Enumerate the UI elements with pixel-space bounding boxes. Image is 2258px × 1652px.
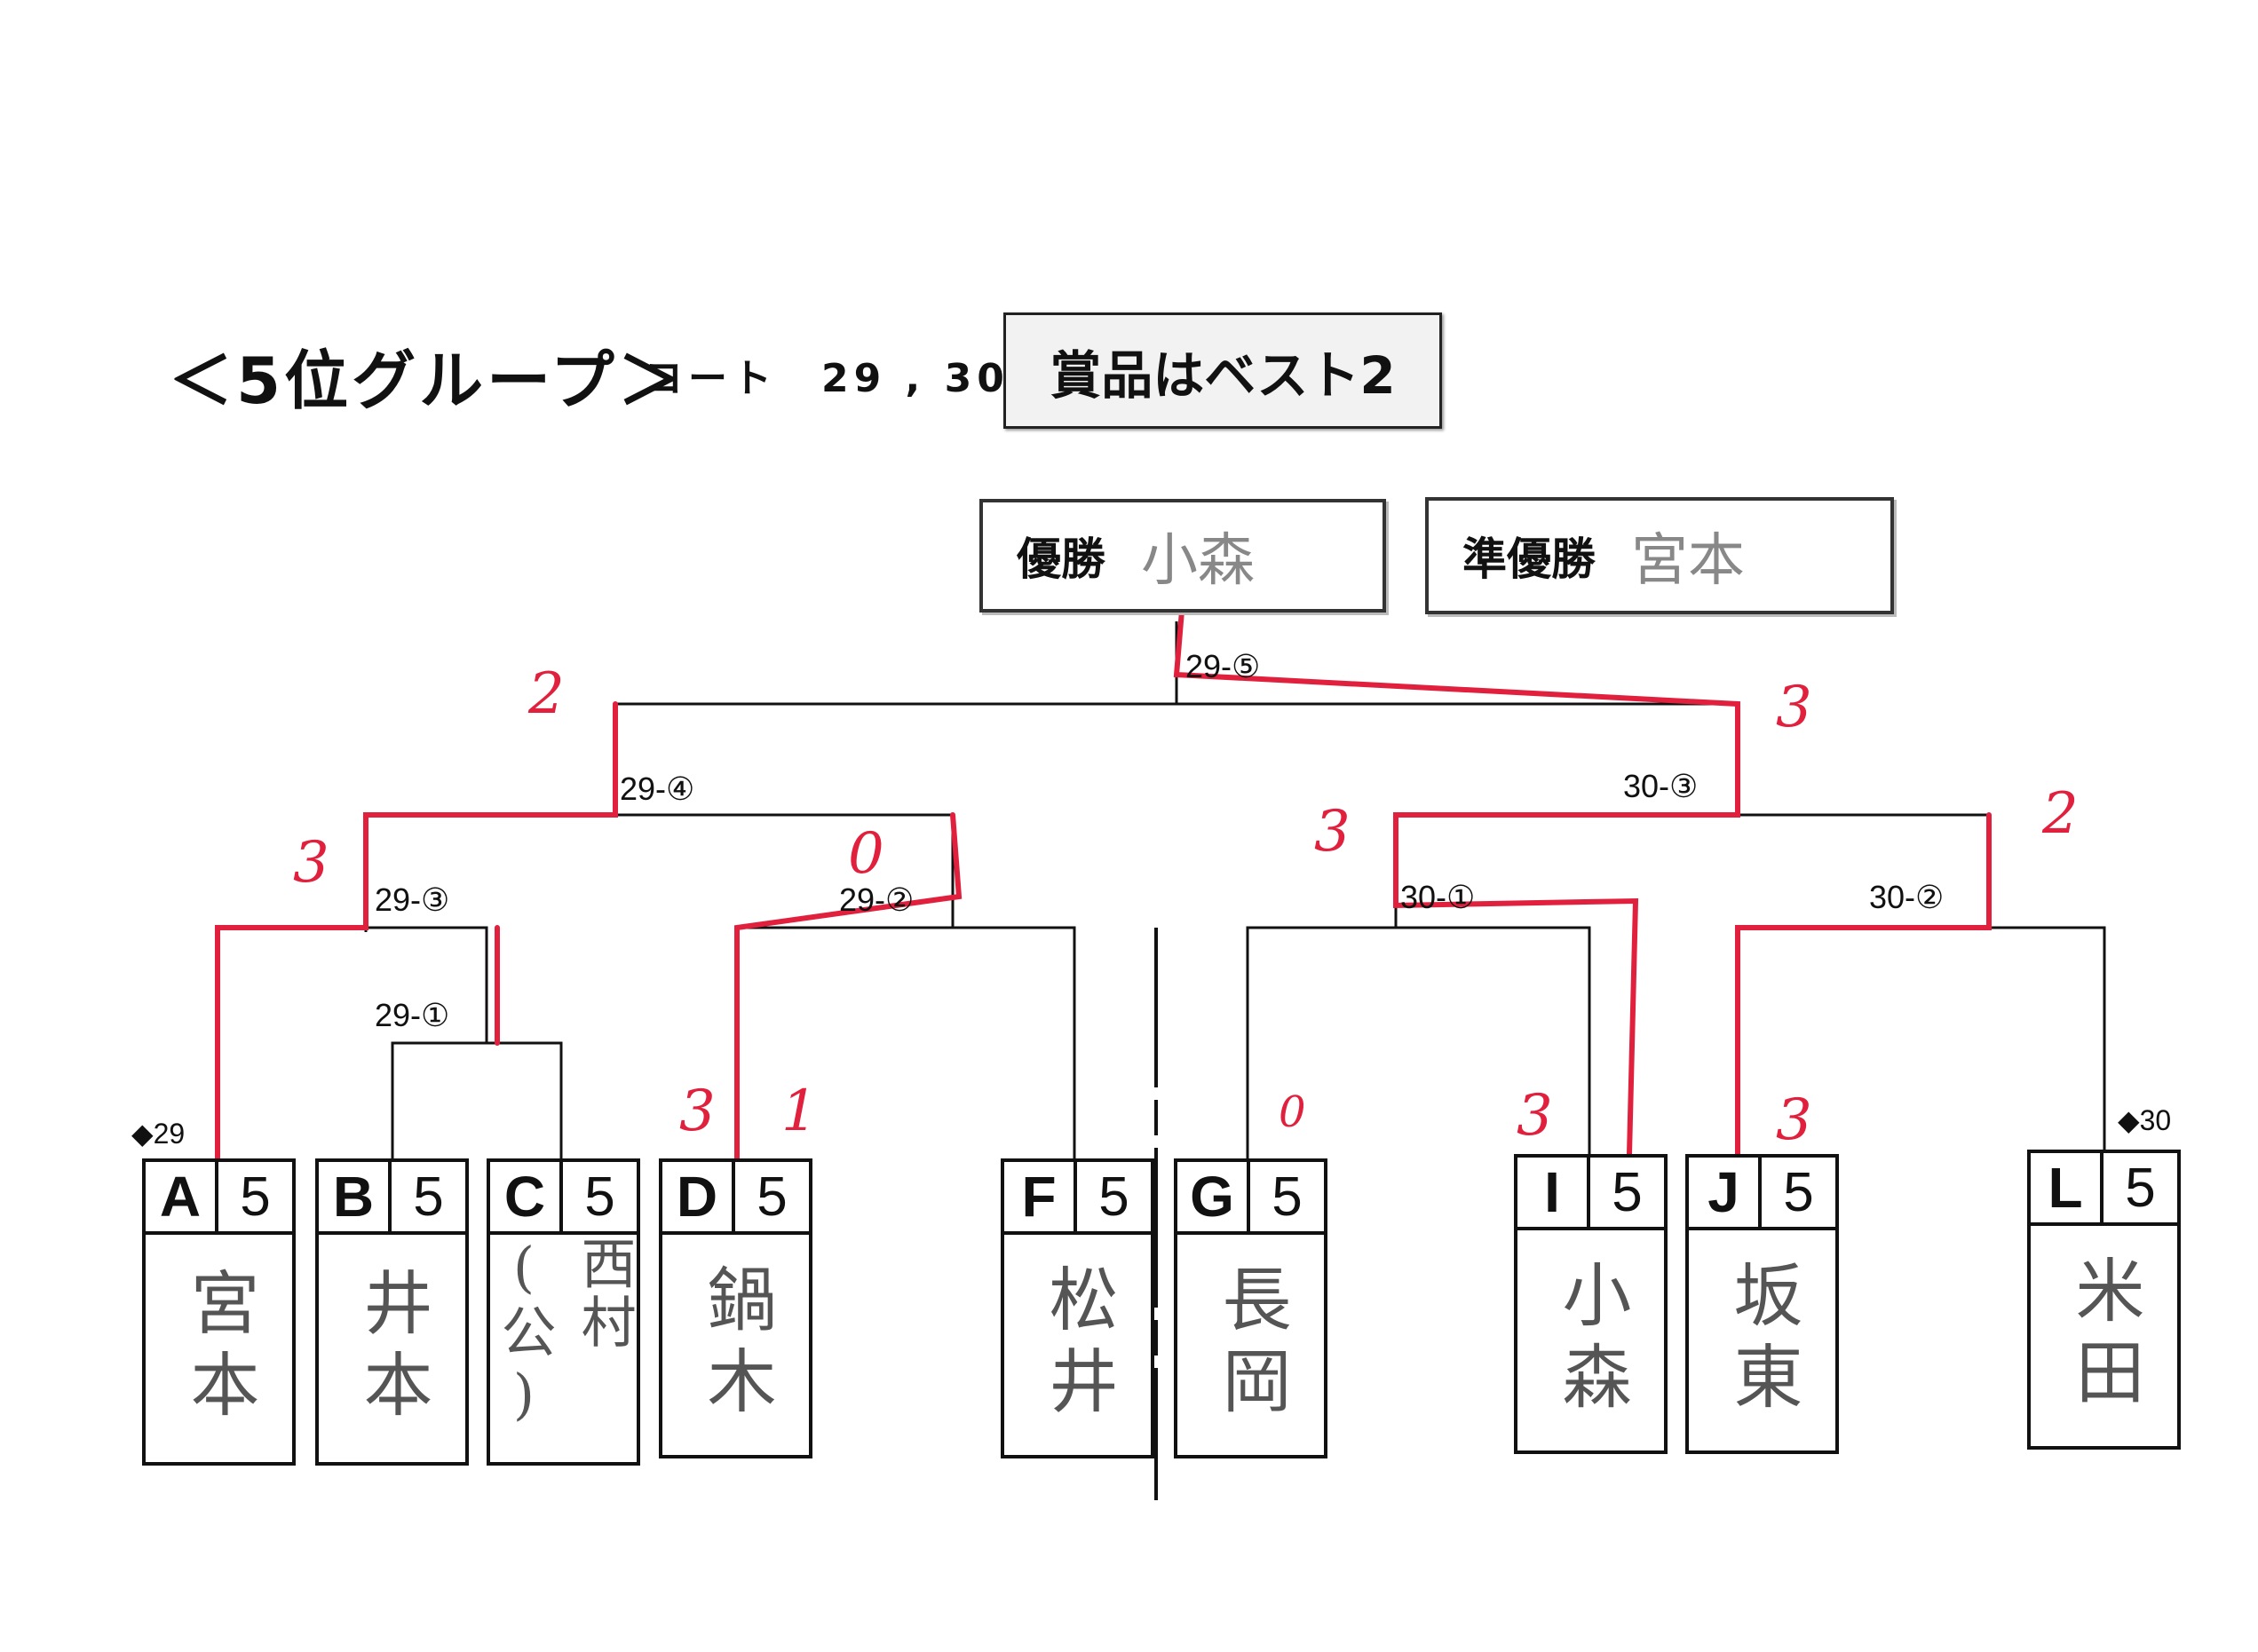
entry-letter: J [1689,1158,1762,1227]
entry-d: D 5 鍋木 [659,1158,812,1458]
final-connector [614,702,1739,812]
score-d: 3 [679,1079,716,1144]
entry-letter: B [319,1162,392,1231]
entry-a: A 5 宮本 [142,1158,296,1466]
winner-marks [215,565,1992,1166]
entry-seed: 5 [2125,1157,2156,1219]
entry-letter: C [490,1162,563,1231]
score-i: 3 [1517,1083,1553,1149]
match-30-1: 30-① [1400,879,1476,915]
page-title: ＜5位グループ＞ [169,344,685,418]
score-g: 0 [1279,1087,1306,1137]
entry-name: 長岡 [1210,1263,1291,1427]
score-semi-left-a: 3 [293,830,329,896]
entry-l: L 5 米田 [2027,1150,2181,1450]
entry-letter: D [662,1162,735,1231]
entry-i: I 5 小森 [1514,1154,1668,1454]
entry-seed: 5 [240,1166,271,1228]
court-mark-30: ◆30 [2118,1104,2172,1136]
match-29-3: 29-③ [375,881,450,918]
winner-label: 優勝 [1017,534,1105,585]
bracket-lines [216,621,2106,1163]
match-29-2: 29-② [839,881,915,918]
entry-seed: 5 [1098,1166,1129,1228]
entry-letter: G [1177,1162,1250,1231]
score-semi-right-a: 3 [1314,799,1351,865]
entry-b: B 5 井本 [315,1158,469,1466]
score-final-right: 3 [1776,675,1812,740]
entry-c: C 5 西村(公) [487,1158,640,1466]
match-30-3: 30-③ [1623,768,1699,804]
score-j: 3 [1776,1087,1812,1153]
entry-g: G 5 長岡 [1174,1158,1327,1458]
entry-letter: I [1517,1158,1590,1227]
entry-seed: 5 [1783,1161,1814,1223]
prize-note: 賞品はベスト2 [1003,312,1442,429]
score-semi-right-b: 2 [2042,781,2079,847]
winner-name: 小森 [1141,528,1255,594]
winner-box: 優勝 小森 [979,499,1386,613]
entry-f: F 5 松井 [1001,1158,1154,1458]
entry-name: 井本 [352,1267,432,1430]
match-29-4: 29-④ [620,771,695,807]
score-f: 1 [781,1079,818,1144]
runner-up-name: 宮本 [1631,528,1745,594]
entry-j: J 5 坂東 [1685,1154,1839,1454]
prize-text: 賞品はベスト2 [1050,344,1396,406]
match-29-1: 29-① [375,997,450,1033]
match-29-5: 29-⑤ [1185,648,1261,684]
court-info: コート 29 , 30 [644,356,1010,401]
entry-seed: 5 [757,1166,788,1228]
runner-up-label: 準優勝 [1462,534,1596,585]
runner-up-box: 準優勝 宮本 [1425,497,1894,614]
qf-29-3-connector [216,926,488,1163]
court-mark-29: ◆29 [131,1118,186,1150]
entry-seed: 5 [413,1166,444,1228]
entry-letter: A [146,1162,218,1231]
entry-name: 坂東 [1722,1259,1802,1422]
match-30-2: 30-② [1869,879,1945,915]
entry-name: 宮本 [178,1267,259,1430]
entry-seed: 5 [1272,1166,1303,1228]
entry-seed: 5 [1612,1161,1643,1223]
entry-name: 松井 [1037,1263,1118,1427]
qf-30-1-connector [1246,926,1591,1163]
entry-name: 米田 [2064,1254,2144,1418]
entry-seed: 5 [584,1166,615,1228]
entry-name: 鍋木 [695,1263,776,1427]
entry-letter: L [2031,1153,2104,1222]
r1-29-1-connector [391,1041,563,1163]
score-semi-left-b: 0 [848,821,884,887]
entry-letter: F [1004,1162,1077,1231]
entry-name: 小森 [1550,1259,1631,1422]
entry-name: 西村(公) [491,1235,637,1430]
score-final-left: 2 [528,661,565,727]
